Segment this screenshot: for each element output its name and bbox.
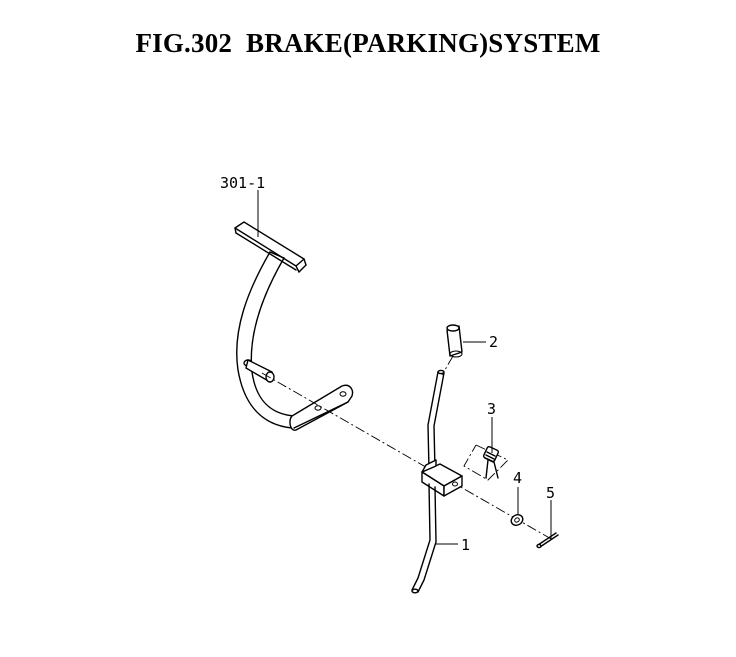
spring-part-3: [463, 444, 509, 481]
parking-lever-rod-part-1: [411, 369, 463, 594]
leader-lines: [257, 190, 552, 545]
brake-pedal-301-1: [234, 221, 354, 431]
callout-5: 5: [546, 484, 555, 502]
callout-301-1: 301-1: [220, 174, 265, 192]
knob-part-2: [446, 324, 463, 358]
center-axis-line: [261, 372, 554, 541]
callout-1: 1: [461, 536, 470, 554]
washer-part-4: [510, 514, 524, 526]
callout-2: 2: [489, 333, 498, 351]
figure-title: FIG.302 BRAKE(PARKING)SYSTEM: [135, 28, 601, 58]
callout-4: 4: [513, 469, 522, 487]
callout-3: 3: [487, 400, 496, 418]
pin-part-5: [536, 532, 559, 549]
